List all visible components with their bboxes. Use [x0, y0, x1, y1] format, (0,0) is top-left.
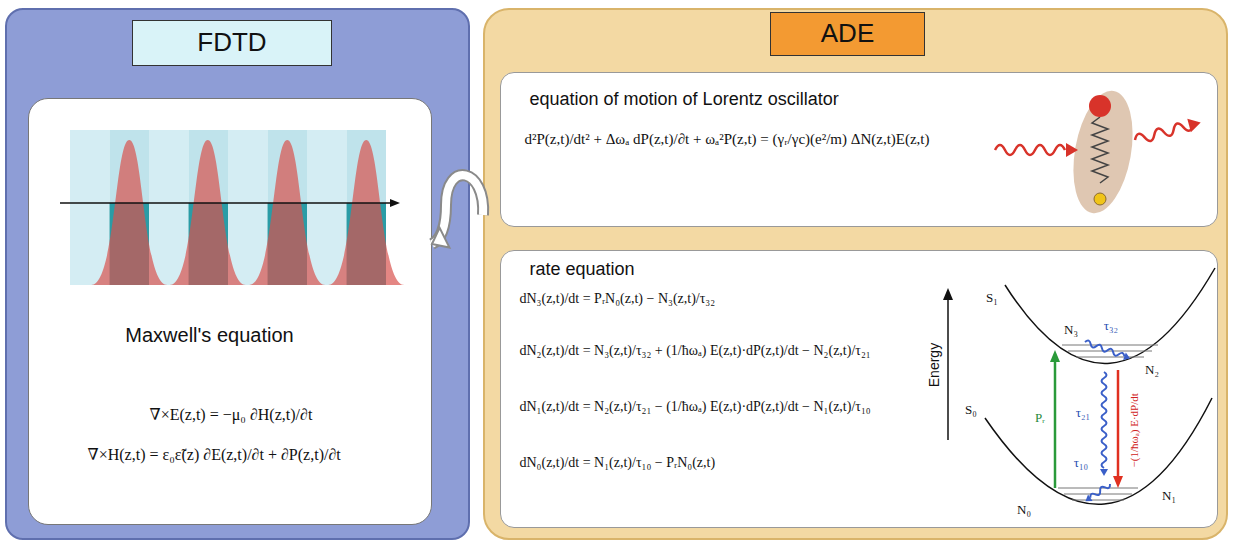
field-pulses: [328, 140, 404, 285]
equation: ∇×H(z,t) = ε₀ε̃(z) ∂E(z,t)/∂t + ∂P(z,t)/…: [88, 445, 424, 466]
vibrational-levels: [1068, 351, 1152, 352]
energy-axis: [943, 288, 953, 300]
relaxation-wave: [1102, 372, 1107, 468]
state-label: S₀: [965, 403, 977, 418]
emission-label: −(1/ħωₐ) E·dP/dt: [1128, 393, 1141, 467]
fdtd-grid: [110, 203, 150, 285]
energy-axis: [947, 300, 949, 440]
potential-curves: [985, 268, 1215, 504]
equation: ∇×E(z,t) = −μ₀ ∂H(z,t)/∂t: [150, 405, 420, 426]
relaxation-wave: [1089, 482, 1112, 500]
maxwell-box: Maxwell's equation ∇×E(z,t) = −μ₀ ∂H(z,t)…: [28, 98, 432, 525]
field-pulses: [249, 140, 325, 285]
relaxation-wave: [1084, 340, 1125, 359]
potential-curves: [1005, 268, 1215, 363]
lifetime-label: τ₃₂: [1104, 319, 1118, 334]
ade-panel: ADE equation of motion of Lorentz oscilla…: [483, 8, 1228, 540]
level-label: N₀: [1017, 503, 1031, 518]
axis-label: Energy: [926, 343, 942, 387]
lorentz-oscillator: [1092, 117, 1108, 183]
vibrational-levels: [1072, 500, 1124, 501]
vibrational-levels: [1058, 345, 1158, 500]
equation: dN₃(z,t)/dt = PᵣN₀(z,t) − N₃(z,t)/τ₃₂: [520, 290, 920, 308]
box-heading: rate equation: [530, 258, 830, 281]
relaxation-wave: [1084, 338, 1132, 362]
field-pulses: [170, 140, 246, 285]
z-axis: [60, 199, 400, 207]
lorentz-box: equation of motion of Lorentz oscillator…: [500, 72, 1218, 227]
emitted-wave: [1134, 120, 1195, 145]
emitted-wave: [1133, 116, 1202, 147]
fdtd-grid: [189, 130, 229, 203]
energy-axis: [943, 288, 953, 440]
fdtd-grid: [307, 130, 347, 285]
cycle-arrow-body: [432, 175, 483, 244]
cycle-arrow: [432, 175, 483, 247]
relaxation-wave: [1083, 481, 1112, 505]
level-label: N₁: [1162, 489, 1176, 504]
box-heading: Maxwell's equation: [40, 322, 380, 348]
equation: dN₁(z,t)/dt = N₂(z,t)/τ₂₁ − (1/ħωₐ) E(z,…: [520, 398, 920, 416]
relaxation-wave: [1083, 494, 1093, 504]
fdtd-grid: [70, 130, 110, 285]
vibrational-levels: [1076, 357, 1144, 358]
panel-title: FDTD: [132, 20, 332, 66]
vibrational-levels: [1062, 345, 1158, 346]
z-axis: [390, 199, 400, 207]
fdtd-grid: [110, 130, 150, 203]
level-label: N₂: [1145, 363, 1159, 378]
lorentz-oscillator: [1065, 86, 1142, 218]
potential-curves: [985, 398, 1212, 504]
fdtd-grid: [268, 130, 308, 203]
relaxation-wave: [1100, 372, 1108, 476]
emitted-wave: [1187, 116, 1202, 133]
lifetime-label: τ₁₀: [1074, 456, 1088, 471]
lifetime-label: τ₂₁: [1076, 406, 1090, 421]
lorentz-oscillator: [1065, 86, 1142, 218]
pump-label: Pᵣ: [1035, 411, 1045, 426]
fdtd-grid: [347, 130, 387, 203]
emission-arrow: [1113, 476, 1123, 488]
rate-box: rate equation dN₃(z,t)/dt = PᵣN₀(z,t) − N…: [500, 250, 1218, 528]
relaxation-wave: [1100, 469, 1108, 476]
incident-wave: [995, 145, 1065, 155]
state-label: S₁: [986, 291, 998, 306]
fdtd-grid: [228, 130, 268, 285]
arrow-head: [432, 228, 449, 248]
fdtd-grid: [347, 203, 387, 285]
emission-arrow: [1113, 370, 1123, 488]
equation: dN₂(z,t)/dt = N₃(z,t)/τ₃₂ + (1/ħωₐ) E(z,…: [520, 342, 920, 360]
box-heading: equation of motion of Lorentz oscillator: [530, 88, 970, 111]
pump-arrow: [1050, 350, 1060, 488]
lorentz-oscillator: [1094, 193, 1106, 205]
z-axis: [60, 202, 392, 204]
field-pulses: [91, 140, 167, 285]
fdtd-grid: [70, 130, 386, 285]
incident-wave: [995, 143, 1078, 157]
incident-wave: [1066, 143, 1078, 157]
pump-arrow: [1050, 350, 1060, 362]
vibrational-levels: [1058, 488, 1138, 489]
equation: dN₀(z,t)/dt = N₁(z,t)/τ₁₀ − PᵣN₀(z,t): [520, 454, 920, 472]
fdtd-grid: [189, 203, 229, 285]
vibrational-levels: [1064, 494, 1132, 495]
lorentz-oscillator: [1089, 95, 1111, 117]
cycle-arrow-outline: [432, 175, 483, 244]
fdtd-grid: [268, 203, 308, 285]
level-label: N₃: [1064, 323, 1078, 338]
fdtd-panel: FDTD Maxwell's equation ∇×E(z,t) = −μ₀ ∂H(…: [5, 8, 470, 540]
field-pulses: [91, 140, 404, 285]
emission-arrow: [1117, 370, 1120, 476]
equation: d²P(z,t)/dt² + Δωₐ dP(z,t)/∂t + ωₐ²P(z,t…: [525, 130, 980, 150]
panel-title: ADE: [770, 12, 925, 56]
fdtd-grid: [149, 130, 189, 285]
relaxation-wave: [1123, 353, 1131, 363]
pump-arrow: [1054, 362, 1057, 488]
